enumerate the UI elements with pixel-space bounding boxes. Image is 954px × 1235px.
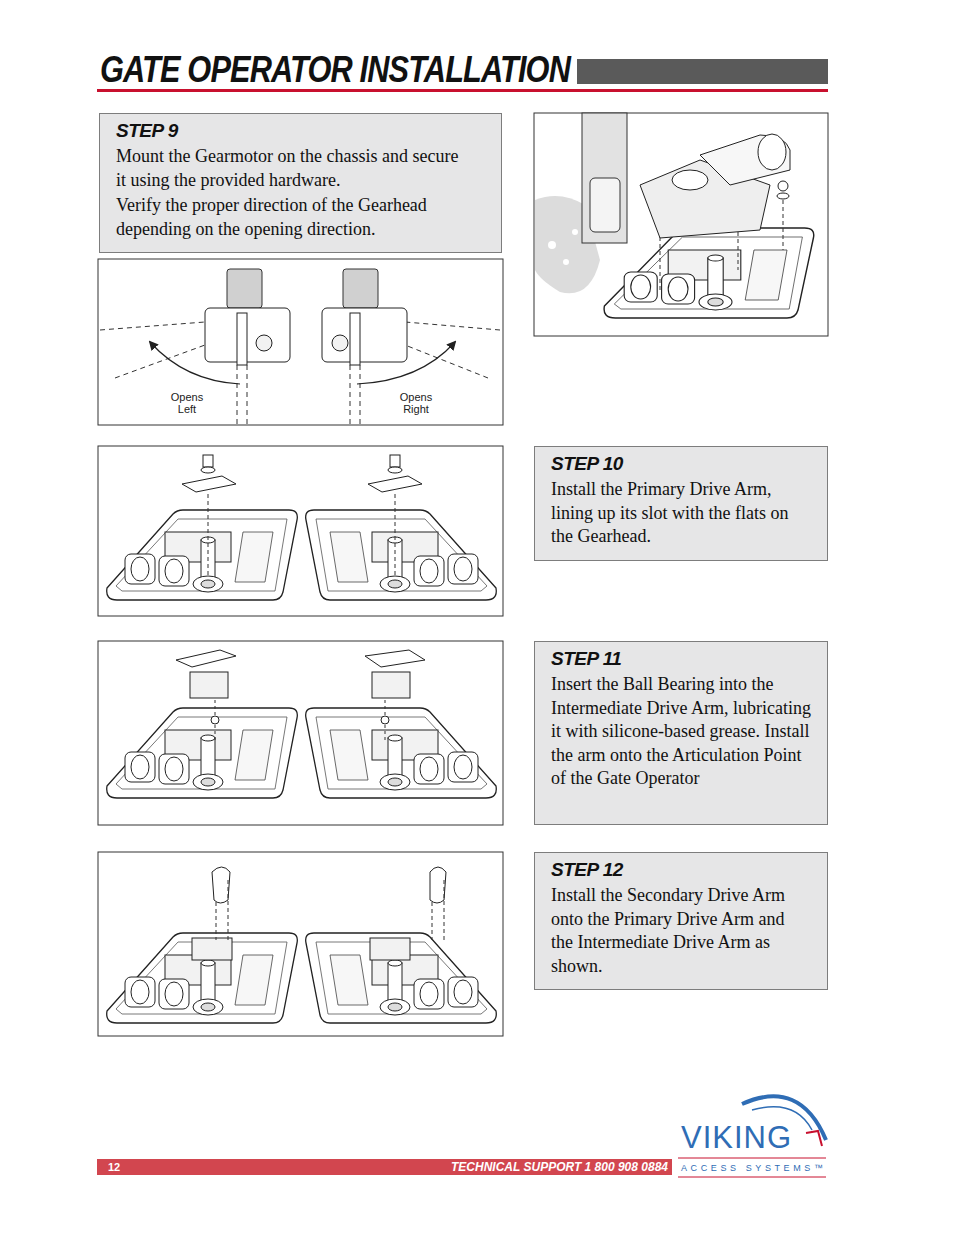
page-number: 12 <box>108 1160 138 1174</box>
step-heading: STEP 12 <box>551 858 803 882</box>
direction-label: Opens Right <box>392 391 440 415</box>
step-box: STEP 9Mount the Gearmotor on the chassis… <box>99 113 502 253</box>
step-box: STEP 11Insert the Ball Bearing into the … <box>534 641 828 825</box>
direction-label: Opens Left <box>165 391 209 415</box>
step-box: STEP 10Install the Primary Drive Arm, li… <box>534 446 828 561</box>
step-instruction: Insert the Ball Bearing into the Interme… <box>551 673 815 791</box>
step-heading: STEP 10 <box>551 452 811 476</box>
logo-wordmark: VIKING <box>681 1121 792 1155</box>
step-heading: STEP 9 <box>116 119 461 143</box>
step-instruction: Install the Secondary Drive Arm onto the… <box>551 884 803 978</box>
support-line: TECHNICAL SUPPORT 1 800 908 0884 <box>451 1160 668 1174</box>
step-box: STEP 12Install the Secondary Drive Arm o… <box>534 852 828 990</box>
page-title: GATE OPERATOR INSTALLATION <box>100 50 570 90</box>
step-heading: STEP 11 <box>551 647 815 671</box>
logo-tagline: ACCESS SYSTEMS™ <box>681 1161 827 1175</box>
step-instruction: Mount the Gearmotor on the chassis and s… <box>116 145 461 192</box>
step-instruction: Install the Primary Drive Arm, lining up… <box>551 478 811 549</box>
step-instruction: Verify the proper direction of the Gearh… <box>116 194 461 241</box>
